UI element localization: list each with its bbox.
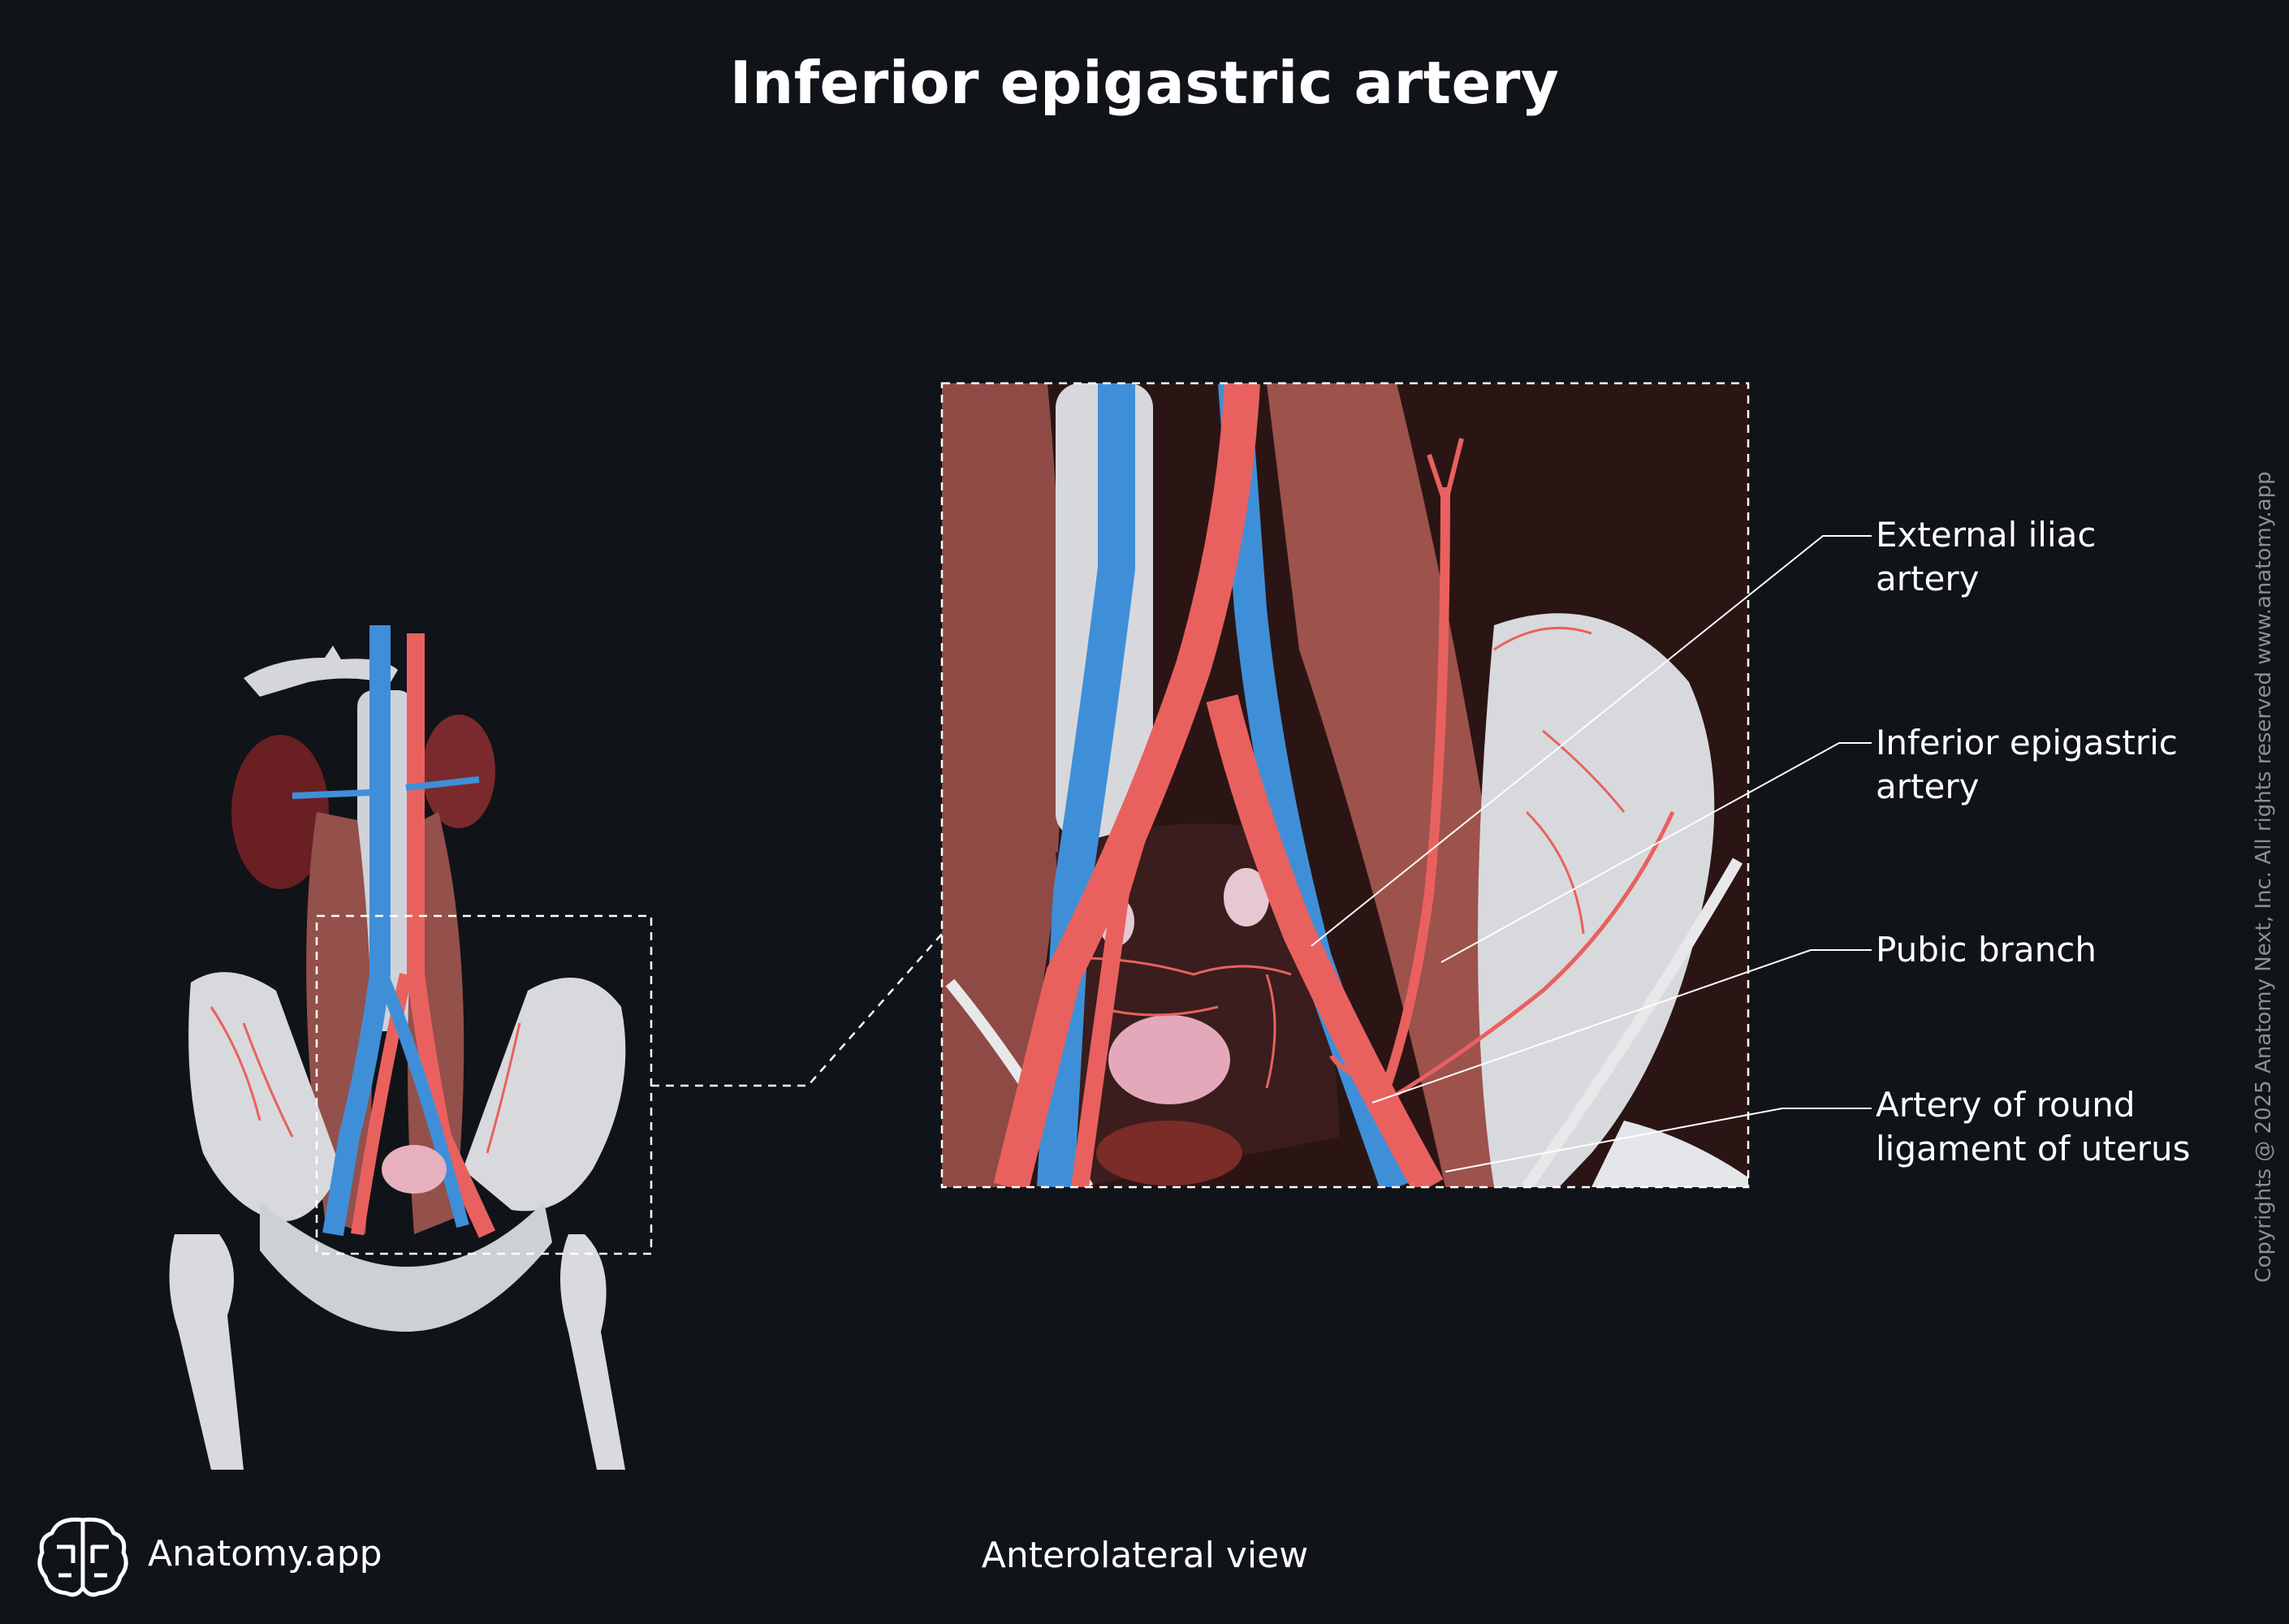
leader-line-inferior-epigastric (1440, 742, 1872, 963)
brand-name: Anatomy.app (148, 1533, 382, 1574)
label-line: Pubic branch (1876, 930, 2097, 970)
label-pubic-branch: Pubic branch (1876, 928, 2097, 972)
zoom-connector-line (651, 933, 943, 1087)
view-caption: Anterolateral view (981, 1535, 1309, 1576)
label-line: Artery of round (1876, 1085, 2136, 1125)
label-line: Inferior epigastric (1876, 723, 2178, 762)
leader-line-round-ligament (1445, 1108, 1872, 1173)
left-kidney (231, 735, 329, 889)
leader-line-pubic-branch (1371, 949, 1872, 1104)
overview-illustration (169, 625, 653, 1470)
brain-icon (37, 1517, 128, 1597)
label-inferior-epigastric-artery: Inferior epigastric artery (1876, 721, 2178, 809)
leader-line-external-iliac (1311, 535, 1872, 947)
label-external-iliac-artery: External iliac artery (1876, 513, 2096, 601)
label-line: artery (1876, 767, 1980, 806)
label-line: ligament of uterus (1876, 1129, 2191, 1168)
copyright-notice: Copyrights @ 2025 Anatomy Next, Inc. All… (2252, 471, 2276, 1283)
figure-title: Inferior epigastric artery (729, 49, 1560, 117)
label-artery-of-round-ligament: Artery of round ligament of uterus (1876, 1083, 2190, 1171)
label-line: External iliac (1876, 515, 2097, 555)
zoomed-detail-illustration (942, 383, 1748, 1187)
label-line: artery (1876, 559, 1980, 598)
